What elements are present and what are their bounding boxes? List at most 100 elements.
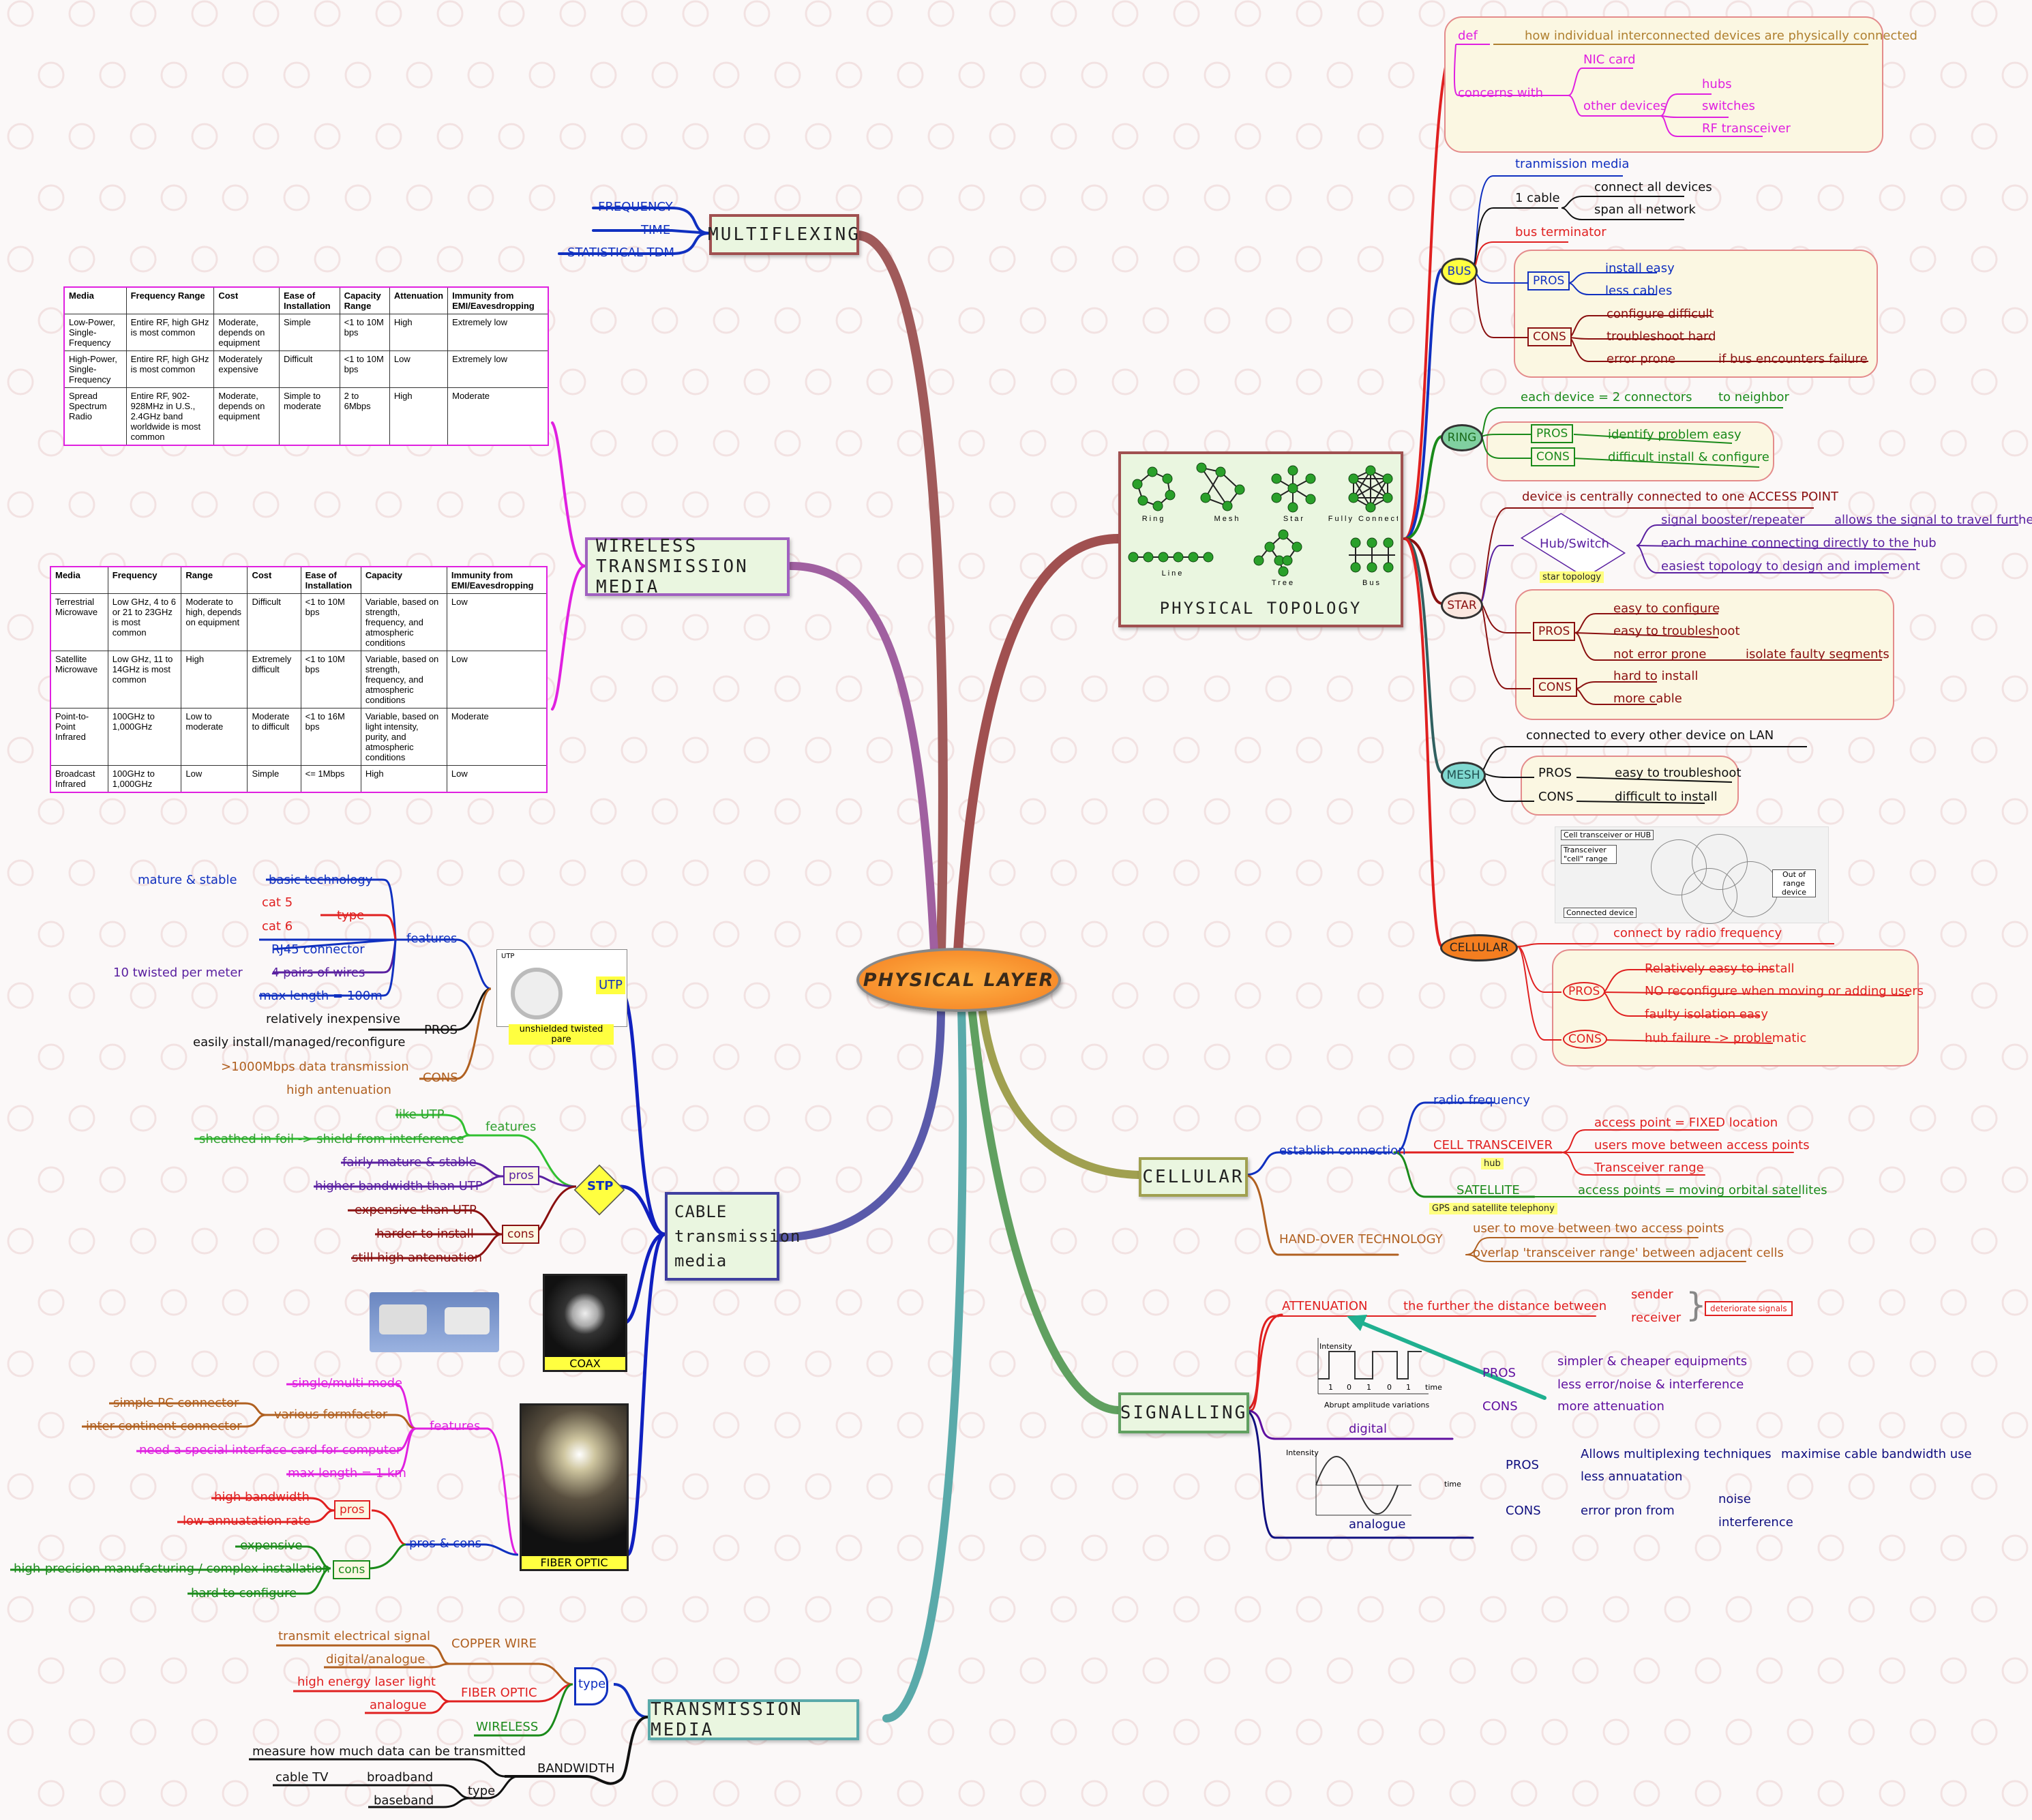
bg-bubble	[1449, 1289, 1476, 1316]
bg-bubble	[1602, 1227, 1630, 1255]
bg-bubble	[99, 1166, 126, 1193]
bg-bubble	[866, 1718, 893, 1746]
bg-bubble	[559, 0, 586, 27]
bg-bubble	[1572, 1412, 1599, 1439]
bg-bubble	[344, 184, 372, 211]
central-topic[interactable]: PHYSICAL LAYER	[856, 948, 1061, 1012]
bg-bubble	[283, 1780, 310, 1807]
topology-node	[1278, 529, 1289, 540]
bus-media: tranmission media	[1515, 157, 1630, 171]
bg-bubble	[2001, 675, 2029, 702]
cable-node[interactable]: CABLE transmission media	[665, 1192, 800, 1281]
fiber-image[interactable]: FIBER OPTIC	[520, 1403, 629, 1571]
wireless-node[interactable]: WIRELESS TRANSMISSION MEDIA	[585, 536, 790, 597]
bg-bubble	[160, 61, 188, 89]
bg-bubble	[1879, 1780, 1906, 1807]
bg-bubble	[436, 1596, 464, 1623]
bg-bubble	[1204, 798, 1231, 825]
bg-bubble	[1480, 1473, 1507, 1500]
tmedia-fiber: FIBER OPTIC	[461, 1686, 537, 1700]
bg-bubble	[1357, 1473, 1384, 1500]
table-cell: Low-Power, Single-Frequency	[63, 314, 127, 351]
bg-bubble	[1081, 61, 1108, 89]
bg-bubble	[99, 798, 126, 825]
fiber-low-att: low annuatation rate	[183, 1514, 311, 1528]
coax-image[interactable]: COAX	[543, 1274, 627, 1372]
bg-bubble	[1296, 123, 1323, 150]
bg-bubble	[1388, 675, 1415, 702]
bg-bubble	[1019, 307, 1047, 334]
bg-bubble	[897, 1289, 924, 1316]
bg-bubble	[406, 184, 433, 211]
bus-oval[interactable]: BUS	[1441, 258, 1478, 285]
mesh-oval[interactable]: MESH	[1441, 762, 1486, 789]
bg-bubble	[1296, 1105, 1323, 1132]
bg-bubble	[866, 614, 893, 641]
topology-node	[1365, 465, 1376, 476]
sig-multiplex: Allows multiplexing techniques	[1581, 1447, 1772, 1461]
ring-oval[interactable]: RING	[1441, 424, 1483, 451]
bg-bubble	[1694, 184, 1722, 211]
bg-bubble	[1480, 859, 1507, 886]
multiplexing-node[interactable]: MULTIFLEXING	[708, 214, 859, 255]
bg-bubble	[1142, 61, 1169, 89]
bg-bubble	[1572, 1780, 1599, 1807]
bg-bubble	[1173, 1596, 1200, 1623]
topology-node	[1383, 537, 1394, 548]
bg-bubble	[1449, 552, 1476, 580]
sig-more-att: more attenuation	[1557, 1399, 1664, 1414]
bg-bubble	[1510, 1043, 1538, 1071]
bg-bubble	[1019, 1534, 1047, 1562]
bg-bubble	[498, 123, 525, 150]
transmission-media-node[interactable]: TRANSMISSION MEDIA	[648, 1699, 859, 1740]
bg-bubble	[1633, 1534, 1660, 1562]
bg-bubble	[1019, 675, 1047, 702]
bg-bubble	[1019, 1166, 1047, 1193]
topology-link	[1201, 467, 1228, 507]
bg-bubble	[1265, 1657, 1292, 1684]
bg-bubble	[7, 368, 34, 396]
bg-bubble	[283, 1289, 310, 1316]
bg-bubble	[1756, 184, 1783, 211]
bg-bubble	[1357, 736, 1384, 764]
bg-bubble	[1050, 859, 1077, 886]
bg-bubble	[835, 1412, 863, 1439]
bg-bubble	[252, 245, 280, 273]
bg-bubble	[7, 1350, 34, 1377]
bg-bubble	[682, 614, 709, 641]
ring-neighbor: to neighbor	[1718, 390, 1789, 404]
cellular-overlap: overlap 'transceiver range' between adja…	[1473, 1246, 1784, 1260]
bg-bubble	[1480, 982, 1507, 1009]
bg-bubble	[1572, 1289, 1599, 1316]
star-oval[interactable]: STAR	[1441, 592, 1483, 619]
bg-bubble	[2001, 552, 2029, 580]
bg-bubble	[1265, 1412, 1292, 1439]
bg-bubble	[1418, 1596, 1446, 1623]
signalling-node[interactable]: SIGNALLING	[1118, 1392, 1249, 1433]
stp-like-utp: like UTP	[395, 1107, 445, 1122]
bg-bubble	[7, 1596, 34, 1623]
bg-bubble	[682, 491, 709, 518]
bg-bubble	[1909, 736, 1937, 764]
bg-bubble	[590, 1043, 617, 1071]
bg-bubble	[1633, 1657, 1660, 1684]
cell-circle-4	[1722, 861, 1778, 917]
cellular-node[interactable]: CELLULAR	[1139, 1157, 1248, 1197]
bg-bubble	[7, 1227, 34, 1255]
bg-bubble	[191, 0, 218, 27]
bg-bubble	[467, 184, 494, 211]
utp-label[interactable]: UTP	[596, 976, 626, 994]
table-cell: Low	[389, 350, 449, 388]
bg-bubble	[1326, 184, 1354, 211]
bg-bubble	[1326, 1166, 1354, 1193]
cellular-oval[interactable]: CELLULAR	[1440, 934, 1518, 961]
bg-bubble	[743, 368, 771, 396]
utp-mature: mature & stable	[138, 873, 237, 887]
bg-bubble	[1418, 1227, 1446, 1255]
bg-bubble	[160, 921, 188, 948]
bg-bubble	[1971, 123, 1998, 150]
bg-bubble	[590, 307, 617, 334]
table-header: Capacity	[360, 566, 447, 594]
bg-bubble	[1081, 552, 1108, 580]
